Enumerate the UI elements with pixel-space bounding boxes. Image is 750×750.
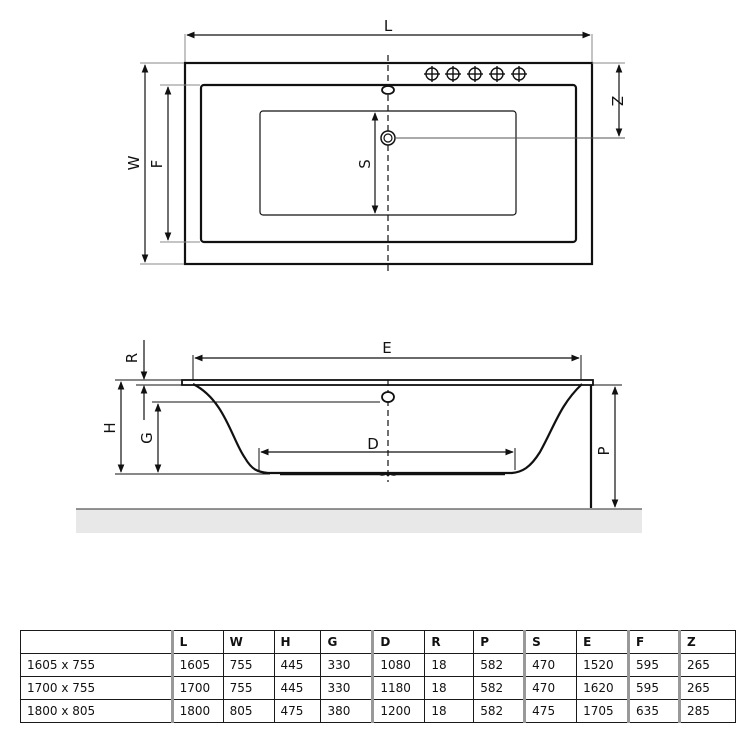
dimension-F-label: F [148,160,166,169]
floor [76,509,642,533]
cell-H: 445 [273,653,322,677]
drain-icon [380,130,396,146]
cell-model: 1605 x 755 [20,653,173,677]
cell-P: 582 [473,676,526,700]
cell-G: 330 [320,676,374,700]
table-header-row: L W H G D R P S E F Z [20,630,737,654]
header-H: H [273,630,322,654]
dimension-L-label: L [384,17,393,35]
header-W: W [222,630,275,654]
cell-G: 330 [320,653,374,677]
cell-W: 755 [222,676,275,700]
cell-D: 1080 [371,653,426,677]
top-view: L W F S [125,17,626,272]
dimension-H-label: H [101,422,119,433]
dimension-D-label: D [367,435,379,453]
tap-hole-icon [445,66,461,82]
dimension-W-label: W [125,155,143,170]
cell-R: 18 [424,676,475,700]
tap-hole-icon [467,66,483,82]
cell-W: 805 [222,699,275,723]
dimension-Z-label: Z [608,96,626,106]
dimension-G-label: G [138,432,156,444]
cell-S: 470 [523,653,578,677]
tap-hole-icon [489,66,505,82]
header-F: F [627,630,680,654]
overflow-icon [381,391,395,403]
dimension-S-label: S [356,159,374,169]
header-R: R [424,630,475,654]
tap-hole-icon [511,66,527,82]
cell-Z: 265 [677,676,737,700]
side-view: E R H G D P [76,339,642,533]
cell-Z: 265 [677,653,737,677]
cell-model: 1700 x 755 [20,676,173,700]
cell-L: 1700 [170,676,224,700]
dimension-R-label: R [123,353,141,363]
header-model [20,630,173,654]
cell-P: 582 [473,699,526,723]
cell-H: 445 [273,676,322,700]
table-row: 1800 x 805 1800 805 475 380 1200 18 582 … [20,699,737,723]
tap-holes [424,66,527,82]
cell-R: 18 [424,699,475,723]
cell-model: 1800 x 805 [20,699,173,723]
cell-H: 475 [273,699,322,723]
cell-G: 380 [320,699,374,723]
cell-D: 1200 [371,699,426,723]
dimensions-table: L W H G D R P S E F Z 1605 x 755 1605 75… [20,630,737,723]
bathtub-technical-drawing: L W F S [76,17,642,533]
cell-L: 1605 [170,653,224,677]
cell-L: 1800 [170,699,224,723]
overflow-icon [381,85,395,95]
dimension-E-label: E [382,339,391,357]
tap-hole-icon [424,66,440,82]
cell-S: 470 [523,676,578,700]
header-D: D [371,630,426,654]
cell-E: 1620 [576,676,630,700]
cell-D: 1180 [371,676,426,700]
cell-E: 1705 [576,699,630,723]
table-row: 1605 x 755 1605 755 445 330 1080 18 582 … [20,653,737,677]
table-row: 1700 x 755 1700 755 445 330 1180 18 582 … [20,676,737,700]
header-G: G [320,630,374,654]
cell-R: 18 [424,653,475,677]
cell-F: 595 [627,676,680,700]
header-Z: Z [677,630,737,654]
cell-P: 582 [473,653,526,677]
header-E: E [576,630,630,654]
cell-E: 1520 [576,653,630,677]
header-S: S [523,630,578,654]
cell-F: 635 [627,699,680,723]
tub-outer-rim [183,61,594,266]
cell-S: 475 [523,699,578,723]
cell-W: 755 [222,653,275,677]
cell-Z: 285 [677,699,737,723]
dimension-P-label: P [595,446,613,455]
header-P: P [473,630,526,654]
cell-F: 595 [627,653,680,677]
header-L: L [170,630,224,654]
